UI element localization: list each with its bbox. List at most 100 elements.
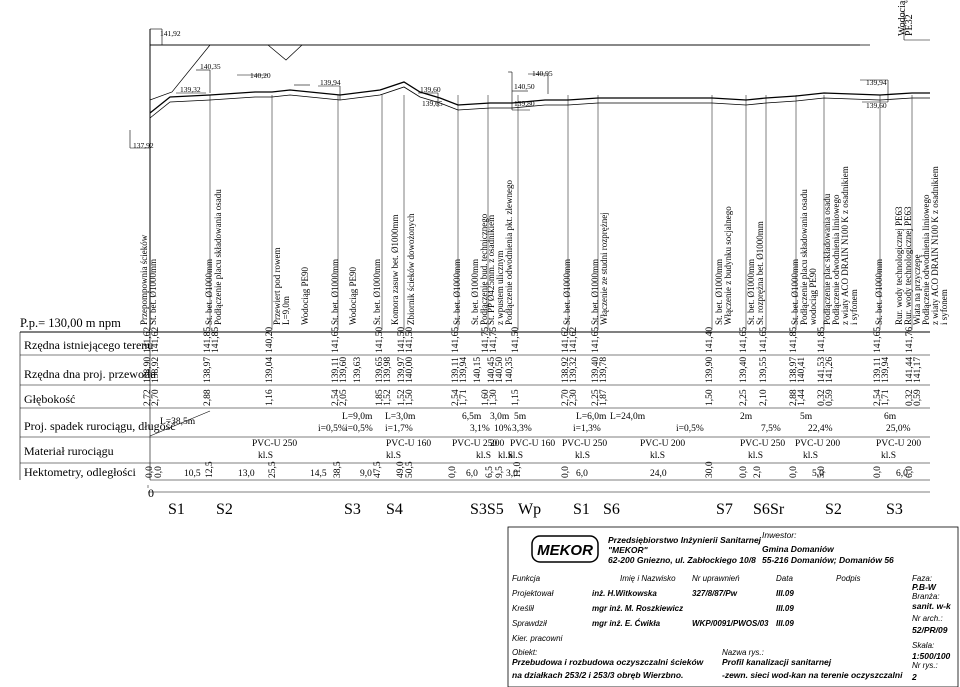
section-label: St. bet. Ø1000mm: [746, 259, 756, 325]
section-label: Przewiert pod rowem: [272, 248, 282, 325]
material-value: kl.S: [386, 451, 401, 461]
hektometry-value: 2,0: [753, 466, 763, 478]
material-value: PVC-U 200: [795, 439, 840, 449]
hektometry-value: 12,5: [205, 461, 215, 478]
license-number: 327/8/87/Pw: [692, 589, 738, 598]
depth-values: 1,87: [599, 389, 609, 406]
hektometry-value: 25,5: [268, 461, 278, 478]
section-label: wodociąg PE90: [808, 268, 818, 325]
section-label: Wiata na przyczepę: [912, 254, 922, 325]
drawing-line: Profil kanalizacji sanitarnej: [722, 657, 832, 667]
ground-values: 141,40: [705, 327, 715, 353]
logo-frame: [531, 535, 599, 563]
slope-value: 7,5%: [761, 424, 781, 434]
ground-values: 141,50: [375, 327, 385, 353]
depth-values: 2,05: [339, 389, 349, 406]
slope-value: L=9,0m: [342, 412, 373, 422]
manhole-name: S1: [573, 501, 590, 518]
drawing-line: -zewn. sieci wod-kan na terenie oczyszcz…: [722, 670, 903, 680]
nr-arch_label: Nr arch.:: [912, 614, 943, 623]
material-value: kl.S: [748, 451, 763, 461]
section-label: Zbiornik ścieków dowożonych: [406, 213, 416, 325]
elevation-value: PE32: [904, 14, 915, 36]
section-label: Podłączenie odwodnienia liniowego: [921, 194, 931, 325]
hektometry-value: 5,0: [817, 466, 827, 478]
ground-values: 141,50: [511, 327, 521, 353]
distance-value: 24,0: [650, 469, 667, 479]
depth-values: 1,52: [383, 389, 393, 406]
invert-values: 140,41: [797, 357, 807, 383]
manhole-name: Wp: [518, 501, 541, 518]
company-line: 62-200 Gniezno, ul. Zabłockiego 10/8: [608, 555, 756, 565]
row-label: Proj. spadek rurociągu, długość: [24, 419, 176, 433]
row-label: Hektometry, odległości: [24, 465, 137, 479]
slope-value: i=0,5%: [676, 424, 704, 434]
elevation-value: Wodociąg: [897, 0, 908, 36]
invert-values: 140,35: [505, 357, 515, 383]
material-value: PVC-U 200: [876, 439, 921, 449]
section-label: St. bet. Ø1000mm: [372, 259, 382, 325]
material-value: kl.S: [881, 451, 896, 461]
depth-values: 2,70: [561, 389, 571, 406]
slope-value: 25,0%: [886, 424, 911, 434]
section-label: St. bet. Ø1000mm: [330, 259, 340, 325]
ground-values: 141,65: [591, 327, 601, 353]
company-logo: MEKOR: [537, 542, 593, 559]
depth-values: 1,71: [459, 389, 469, 406]
invert-values: 139,11: [331, 357, 341, 383]
slope-value: 3,3%: [512, 424, 532, 434]
material-value: PVC-U 250: [452, 439, 497, 449]
manhole-name: S3S5: [470, 501, 504, 518]
ground-values: 141,65: [451, 327, 461, 353]
material-value: kl.S: [508, 451, 523, 461]
table-header: Imię i Nazwisko: [620, 574, 676, 583]
section-label: z wiaty ACO DRAIN N100 K z osadnikiem: [930, 166, 940, 325]
row-label: Głębokość: [24, 392, 75, 406]
elevation-value: 139,80: [514, 99, 535, 108]
slope-value: 22,4%: [808, 424, 833, 434]
row-label: Materiał rurociągu: [24, 444, 114, 458]
invert-values: 139,94: [881, 357, 891, 383]
object-line: na działkach 253/2 i 253/3 obręb Wierzbn…: [512, 670, 683, 680]
slope-value: 10%: [494, 424, 512, 434]
slope-value: 3,1%: [470, 424, 490, 434]
person-name: mgr inż. M. Roszkiewicz: [592, 604, 683, 613]
invert-values: 139,97: [397, 357, 407, 383]
section-label: St. rozprężna bet. Ø1000mm: [755, 221, 765, 325]
depth-values: 1,52: [397, 389, 407, 406]
hektometry-value: 0,0: [154, 466, 164, 478]
invert-values: 138,90: [143, 357, 153, 383]
table-header: Nr uprawnień: [692, 574, 740, 583]
ground-values: 141,76: [905, 327, 915, 353]
branza-label: Branża:: [912, 592, 940, 601]
faza: P.B-W: [912, 582, 937, 592]
hektometry-value: 30,0: [705, 461, 715, 478]
section-label: i syfonem: [849, 289, 859, 325]
ground-values: 141,65: [873, 327, 883, 353]
elevation-value: 139,60: [420, 85, 441, 94]
nr-rys: 2: [911, 672, 917, 682]
section-label: Przepompownia ścieków: [139, 234, 149, 325]
material-value: kl.S: [650, 451, 665, 461]
ground-values: 141,65: [331, 327, 341, 353]
depth-values: 1,50: [405, 389, 415, 406]
table-lines: [19, 331, 930, 493]
distance-value: 9,0: [360, 469, 372, 479]
elevation-value: 140,20: [250, 71, 271, 80]
profile-lines: [129, 11, 930, 330]
depth-values: 2,54: [873, 389, 883, 406]
section-label: z wpustem ulicznym: [495, 251, 505, 325]
hektometry-value: 9,5: [495, 466, 505, 478]
person-name: inż. H.Witkowska: [592, 589, 657, 598]
license-number: WKP/0091/PWOS/03: [692, 619, 769, 628]
section-label: Podłączenie bud. technicznego: [479, 213, 489, 325]
distance-value: 3,0: [506, 469, 518, 479]
depth-values: 1,44: [797, 389, 807, 406]
section-label: Podłączenie placu składowania osadu: [799, 189, 809, 325]
manhole-name: S4: [386, 501, 403, 518]
elevation-value: 139,32: [180, 85, 201, 94]
hektometry-value: 0,0: [561, 466, 571, 478]
depth-values: 0,59: [825, 389, 835, 406]
